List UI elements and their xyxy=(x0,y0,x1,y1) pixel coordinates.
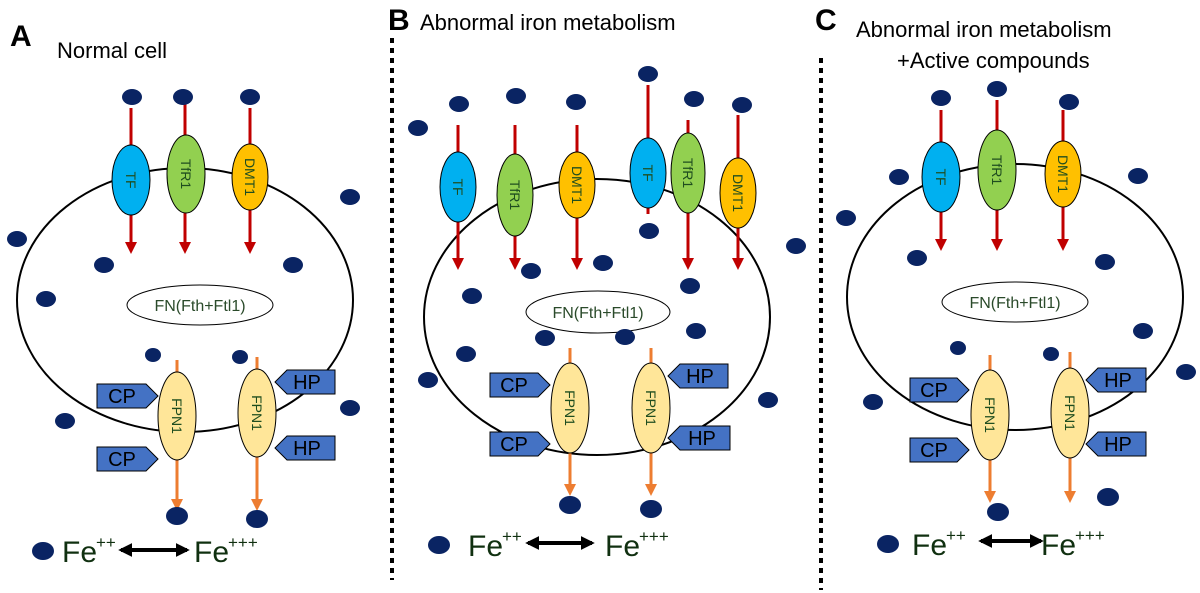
svg-text:DMT1: DMT1 xyxy=(730,174,746,212)
panel-c: C Abnormal iron metabolism +Active compo… xyxy=(815,4,1196,562)
hp-tag: HP xyxy=(1085,431,1147,457)
svg-text:HP: HP xyxy=(293,372,321,394)
tfr1-receptor: TfR1 xyxy=(496,153,534,237)
panel-title: Normal cell xyxy=(57,38,167,63)
svg-text:FPN1: FPN1 xyxy=(169,398,185,434)
hp-tag: HP xyxy=(667,425,731,451)
svg-text:CP: CP xyxy=(108,449,136,471)
dmt1-receptor: DMT1 xyxy=(719,157,757,229)
panel-title: Abnormal iron metabolism xyxy=(856,17,1112,42)
svg-text:HP: HP xyxy=(293,438,321,460)
svg-text:FPN1: FPN1 xyxy=(982,397,998,433)
cp-tag: CP xyxy=(489,431,551,457)
svg-text:DMT1: DMT1 xyxy=(1055,155,1071,193)
ferritin: FN(Fth+Ftl1) xyxy=(525,290,671,334)
dmt1-receptor: DMT1 xyxy=(231,143,269,211)
fe3-label: Fe xyxy=(605,530,640,563)
dmt1-receptor: DMT1 xyxy=(558,151,596,219)
dmt1-receptor: DMT1 xyxy=(1044,140,1082,208)
panel-b: B Abnormal iron metabolism TF TfR1 DMT1 … xyxy=(388,4,806,563)
fe3-charge: +++ xyxy=(1075,526,1105,545)
tf-receptor: TF xyxy=(921,141,961,213)
fpn1-exporter: FPN1 xyxy=(970,369,1010,461)
svg-text:TfR1: TfR1 xyxy=(989,155,1005,186)
svg-text:TF: TF xyxy=(933,168,949,185)
svg-text:TfR1: TfR1 xyxy=(178,159,194,190)
fpn1-exporter: FPN1 xyxy=(157,371,197,461)
fe2-charge: ++ xyxy=(96,533,116,552)
ferritin: FN(Fth+Ftl1) xyxy=(941,281,1089,323)
svg-text:CP: CP xyxy=(920,380,948,402)
iron-redox-equation: Fe ++ Fe +++ xyxy=(62,533,258,569)
svg-text:FPN1: FPN1 xyxy=(643,390,659,426)
iron-redox-equation: Fe ++ Fe +++ xyxy=(912,526,1105,562)
panel-letter: A xyxy=(10,20,32,53)
tfr1-receptor: TfR1 xyxy=(166,134,206,214)
cp-tag: CP xyxy=(909,377,970,403)
hp-tag: HP xyxy=(1085,367,1147,393)
hp-tag: HP xyxy=(274,369,336,395)
svg-text:HP: HP xyxy=(686,366,714,388)
svg-text:TfR1: TfR1 xyxy=(507,180,523,211)
iron-ions xyxy=(408,66,806,554)
svg-text:FN(Fth+Ftl1): FN(Fth+Ftl1) xyxy=(154,298,245,315)
svg-text:FN(Fth+Ftl1): FN(Fth+Ftl1) xyxy=(969,295,1060,312)
fpn1-exporter: FPN1 xyxy=(550,362,590,454)
panel-title: Abnormal iron metabolism xyxy=(420,10,676,35)
fe3-label: Fe xyxy=(1041,529,1076,562)
svg-text:HP: HP xyxy=(688,428,716,450)
tf-receptor: TF xyxy=(439,151,477,223)
cp-tag: CP xyxy=(96,383,159,409)
fe3-charge: +++ xyxy=(228,533,258,552)
svg-text:CP: CP xyxy=(500,434,528,456)
cp-tag: CP xyxy=(96,446,159,472)
svg-text:DMT1: DMT1 xyxy=(242,158,258,196)
fe3-label: Fe xyxy=(194,536,229,569)
fpn1-exporter: FPN1 xyxy=(1050,367,1090,459)
hp-tag: HP xyxy=(667,363,729,389)
tfr1-receptor: TfR1 xyxy=(977,129,1017,211)
cp-tag: CP xyxy=(489,372,551,398)
svg-text:FPN1: FPN1 xyxy=(249,395,265,431)
svg-text:HP: HP xyxy=(1104,434,1132,456)
fe2-label: Fe xyxy=(468,530,503,563)
panel-a: A Normal cell TF TfR1 DMT1 FN(Fth+Ftl1) xyxy=(7,20,360,569)
fe2-label: Fe xyxy=(62,536,97,569)
iron-redox-equation: Fe ++ Fe +++ xyxy=(468,527,669,563)
tf-receptor: TF xyxy=(111,144,151,216)
fpn1-exporter: FPN1 xyxy=(631,362,671,454)
fpn1-exporter: FPN1 xyxy=(237,368,277,458)
fe2-charge: ++ xyxy=(946,526,966,545)
svg-text:TF: TF xyxy=(450,178,466,195)
svg-text:DMT1: DMT1 xyxy=(569,166,585,204)
cp-tag: CP xyxy=(909,437,970,463)
fe2-charge: ++ xyxy=(502,527,522,546)
svg-text:FPN1: FPN1 xyxy=(562,390,578,426)
iron-ions xyxy=(836,81,1196,553)
cell-membrane xyxy=(423,178,771,456)
svg-text:CP: CP xyxy=(500,375,528,397)
fe2-label: Fe xyxy=(912,529,947,562)
fe3-charge: +++ xyxy=(639,527,669,546)
ferritin: FN(Fth+Ftl1) xyxy=(126,284,274,326)
panel-letter: C xyxy=(815,4,837,37)
svg-text:TF: TF xyxy=(640,164,656,181)
tf-receptor: TF xyxy=(629,137,667,209)
svg-text:FN(Fth+Ftl1): FN(Fth+Ftl1) xyxy=(552,305,643,322)
svg-text:CP: CP xyxy=(108,386,136,408)
svg-text:FPN1: FPN1 xyxy=(1062,395,1078,431)
panel-letter: B xyxy=(388,4,410,37)
svg-text:CP: CP xyxy=(920,440,948,462)
svg-text:TfR1: TfR1 xyxy=(680,158,696,189)
panel-subtitle: +Active compounds xyxy=(897,48,1090,73)
tfr1-receptor: TfR1 xyxy=(670,132,706,214)
svg-text:HP: HP xyxy=(1104,370,1132,392)
iron-ions xyxy=(7,89,360,560)
svg-text:TF: TF xyxy=(123,171,139,188)
hp-tag: HP xyxy=(274,435,336,461)
